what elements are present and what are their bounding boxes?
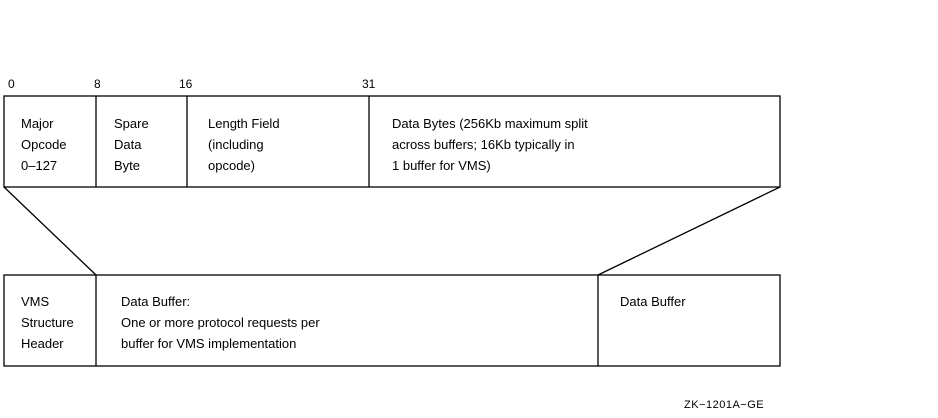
data-bytes-field: Data Bytes (256Kb maximum split across b… — [392, 113, 588, 176]
data-buffer-main: Data Buffer: One or more protocol reques… — [121, 291, 320, 354]
expand-line-right — [597, 186, 781, 276]
bit-label-0: 0 — [8, 77, 15, 91]
bit-label-16: 16 — [179, 77, 193, 91]
data-bytes-line-1: Data Bytes (256Kb maximum split — [392, 116, 588, 131]
spare-data-byte-line-1: Spare — [114, 116, 149, 131]
major-opcode-field: Major Opcode 0–127 — [21, 113, 67, 176]
length-field-line-3: opcode) — [208, 158, 255, 173]
figure-id: ZK−1201A−GE — [684, 399, 765, 411]
expand-line-left — [3, 186, 97, 276]
data-buffer-next-line-1: Data Buffer — [620, 294, 686, 309]
data-buffer-main-line-2: One or more protocol requests per — [121, 315, 320, 330]
major-opcode-line-1: Major — [21, 116, 54, 131]
major-opcode-line-3: 0–127 — [21, 158, 58, 173]
length-field: Length Field (including opcode) — [208, 113, 280, 176]
vms-header-line-1: VMS — [21, 294, 50, 309]
length-field-line-1: Length Field — [208, 116, 280, 131]
top-packet-box — [3, 95, 781, 188]
major-opcode-line-2: Opcode — [21, 137, 67, 152]
length-field-line-2: (including — [208, 137, 264, 152]
spare-data-byte-field: Spare Data Byte — [114, 113, 149, 176]
data-bytes-line-2: across buffers; 16Kb typically in — [392, 137, 575, 152]
vms-header-line-3: Header — [21, 336, 64, 351]
bottom-buffer-box — [3, 274, 781, 367]
spare-data-byte-line-3: Byte — [114, 158, 141, 173]
data-buffer-main-line-1: Data Buffer: — [121, 294, 191, 309]
vms-header-line-2: Structure — [21, 315, 74, 330]
data-bytes-line-3: 1 buffer for VMS) — [392, 158, 491, 173]
data-buffer-main-line-3: buffer for VMS implementation — [121, 336, 297, 351]
bit-label-8: 8 — [94, 77, 101, 91]
vms-structure-header: VMS Structure Header — [21, 291, 74, 354]
data-buffer-next: Data Buffer — [620, 291, 686, 312]
bit-label-31: 31 — [362, 77, 376, 91]
spare-data-byte-line-2: Data — [114, 137, 142, 152]
